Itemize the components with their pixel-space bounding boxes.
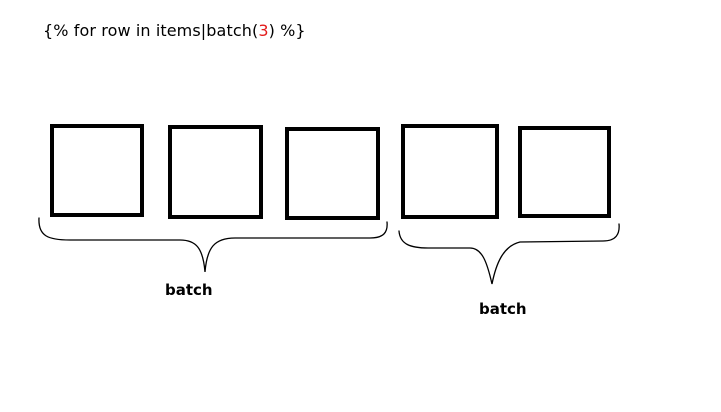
code-prefix: {% for row in items|batch( (43, 21, 259, 40)
code-suffix: ) %} (268, 21, 306, 40)
batch-brace-1 (38, 217, 388, 273)
template-code-line: {% for row in items|batch(3) %} (43, 21, 306, 40)
batch-size-number: 3 (258, 21, 269, 40)
item-box-4 (401, 124, 499, 219)
batch-label-1: batch (165, 281, 213, 299)
item-box-5 (518, 126, 611, 218)
item-box-1 (50, 124, 144, 217)
batch-label-2: batch (479, 300, 527, 318)
item-box-2 (168, 125, 263, 219)
batch-brace-2 (398, 223, 620, 285)
item-box-3 (285, 127, 380, 220)
